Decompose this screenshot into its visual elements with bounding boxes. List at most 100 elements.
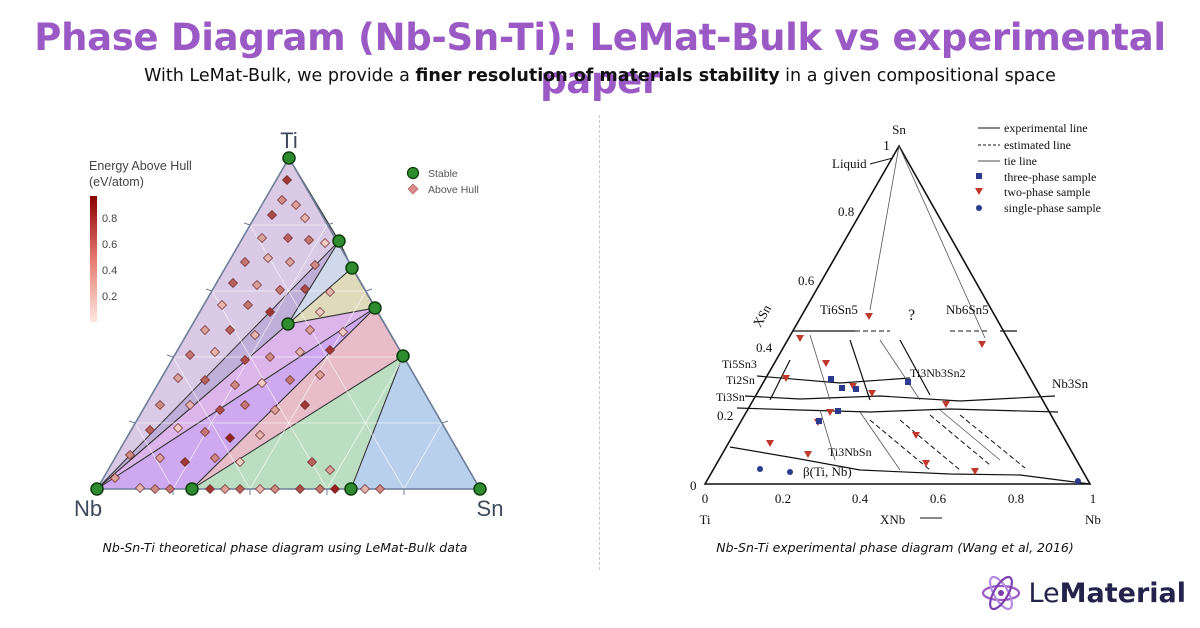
two-phase-sample	[922, 460, 930, 467]
atom-icon	[982, 575, 1021, 611]
above-hull-point	[299, 212, 311, 224]
three-phase-sample	[816, 418, 822, 424]
exp-left-tick: 0.2	[717, 408, 733, 423]
single-phase-sample	[757, 466, 763, 472]
above-hull-point	[294, 483, 306, 495]
above-hull-point	[337, 326, 349, 338]
subtitle-text-pre: With LeMat-Bulk, we provide a	[144, 66, 416, 86]
above-hull-point	[269, 483, 281, 495]
above-hull-point	[224, 324, 236, 336]
vertex-label-nb: Nb	[74, 496, 102, 521]
above-hull-point	[281, 174, 293, 186]
colorbar-tick-label: 0.2	[102, 291, 117, 303]
three-phase-sample	[853, 386, 859, 392]
colorbar-tick-label: 0.8	[102, 213, 117, 225]
exp-label-ti2sn: Ti2Sn	[726, 373, 755, 387]
above-hull-point	[303, 234, 315, 246]
above-hull-point	[239, 354, 251, 366]
exp-vertex-ti: Ti	[699, 512, 710, 527]
above-hull-point	[269, 404, 281, 416]
subtitle-text-bold: finer resolution of materials stability	[415, 66, 780, 86]
above-hull-point	[199, 374, 211, 386]
exp-legend-three-phase-marker	[976, 173, 982, 179]
colorbar-tick-label: 0.6	[102, 239, 117, 251]
exp-label-ti3nb3sn2: Ti3Nb3Sn2	[910, 366, 966, 380]
above-hull-point	[229, 379, 241, 391]
exp-label-beta: β(Ti, Nb)	[803, 464, 852, 479]
two-phase-sample	[912, 432, 920, 439]
above-hull-point	[154, 452, 166, 464]
above-hull-point	[319, 237, 331, 249]
exp-samples	[757, 313, 1081, 484]
three-phase-sample	[905, 379, 911, 385]
above-hull-point	[256, 232, 268, 244]
exp-vertex-sn: Sn	[892, 122, 906, 137]
above-hull-point	[134, 482, 146, 494]
two-phase-sample	[796, 335, 804, 342]
above-hull-point	[324, 286, 336, 298]
stable-point	[345, 261, 359, 275]
above-hull-point	[314, 483, 326, 495]
exp-tie-lines	[809, 145, 1001, 471]
exp-triangle-outline	[703, 144, 1092, 485]
brand-name-bold: Material	[1059, 577, 1186, 609]
above-hull-points	[109, 174, 386, 495]
legend-above-hull-label: Above Hull	[428, 184, 479, 196]
exp-top-tick: 1	[883, 139, 890, 154]
stable-point	[473, 482, 487, 496]
above-hull-point	[299, 399, 311, 411]
exp-legend: experimental line estimated line tie lin…	[975, 121, 1101, 215]
above-hull-point	[374, 483, 386, 495]
above-hull-point	[216, 299, 228, 311]
panel-divider	[599, 115, 600, 570]
legend-stable-marker	[406, 166, 420, 180]
above-hull-point	[227, 277, 239, 289]
above-hull-point	[234, 483, 246, 495]
two-phase-sample	[865, 313, 873, 320]
two-phase-sample	[822, 360, 830, 367]
brand-name: LeMaterial	[1028, 578, 1186, 609]
stable-point	[282, 151, 296, 165]
exp-legend-tie: tie line	[1004, 154, 1037, 168]
above-hull-point	[219, 483, 231, 495]
above-hull-point	[144, 424, 156, 436]
page-subtitle: With LeMat-Bulk, we provide a finer reso…	[0, 66, 1200, 86]
stable-point	[344, 482, 358, 496]
exp-y-axis-label: XSn	[750, 302, 775, 330]
subtitle-text-post: in a given compositional space	[779, 66, 1056, 86]
above-hull-point	[214, 404, 226, 416]
above-hull-point	[209, 346, 221, 358]
colorbar-tick-label: 0.4	[102, 265, 117, 277]
single-phase-sample	[787, 469, 793, 475]
above-hull-point	[234, 456, 246, 468]
above-hull-point	[284, 374, 296, 386]
above-hull-point	[306, 456, 318, 468]
exp-left-tick: 0.6	[798, 273, 815, 288]
above-hull-point	[254, 429, 266, 441]
exp-left-tick: 0.4	[756, 340, 773, 355]
above-hull-point	[199, 324, 211, 336]
legend: Stable Above Hull	[406, 166, 479, 196]
ternary-grid	[134, 224, 443, 490]
above-hull-point	[239, 399, 251, 411]
exp-vertex-nb: Nb	[1085, 512, 1101, 527]
exp-label-ti3sn: Ti3Sn	[716, 390, 745, 404]
two-phase-sample	[868, 390, 876, 397]
exp-liquid-arrow	[869, 157, 894, 165]
above-hull-point	[179, 456, 191, 468]
exp-legend-single-phase: single-phase sample	[1004, 201, 1101, 215]
two-phase-sample	[971, 468, 979, 475]
above-hull-point	[274, 284, 286, 296]
legend-stable-label: Stable	[428, 168, 458, 180]
above-hull-point	[359, 483, 371, 495]
exp-bottom-tick: 0.8	[1008, 491, 1024, 506]
brand-name-light: Le	[1028, 577, 1060, 609]
exp-label-ti5sn3: Ti5Sn3	[722, 357, 757, 371]
exp-bottom-tick: 1	[1090, 491, 1097, 506]
above-hull-point	[184, 349, 196, 361]
exp-label-nb3sn: Nb3Sn	[1052, 376, 1089, 391]
exp-x-axis-label: XNb	[880, 512, 905, 527]
page-title: Phase Diagram (Nb-Sn-Ti): LeMat-Bulk vs …	[34, 16, 1166, 102]
stable-point	[90, 482, 104, 496]
above-hull-point	[276, 194, 288, 206]
